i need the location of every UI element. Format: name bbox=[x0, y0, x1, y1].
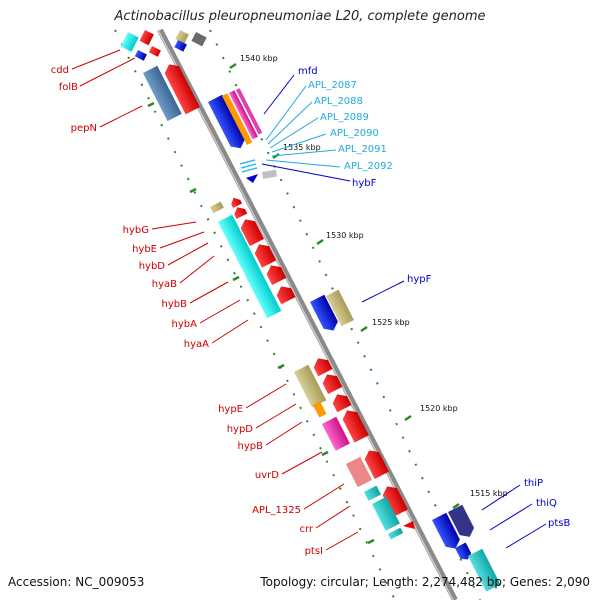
gene-label-cdd: cdd bbox=[51, 65, 69, 76]
gene-label-folB: folB bbox=[59, 82, 78, 93]
gene-block-hybA bbox=[266, 265, 287, 286]
gene-block-top-blue bbox=[174, 40, 187, 52]
gene-block-uvrD-red bbox=[342, 410, 369, 443]
gene-label-APL_2087: APL_2087 bbox=[308, 80, 357, 91]
gene-label-hybF: hybF bbox=[352, 178, 377, 189]
gene-label-hypD: hypD bbox=[227, 424, 254, 435]
gene-label-hybE: hybE bbox=[132, 244, 157, 255]
gene-label-hybD: hybD bbox=[139, 261, 166, 272]
right-leader-lines bbox=[261, 74, 547, 549]
gene-block-cdd-red bbox=[139, 30, 154, 46]
gene-block-thiP bbox=[432, 512, 460, 549]
gene-label-hyaA: hyaA bbox=[184, 339, 209, 350]
gene-block-hybB bbox=[254, 244, 277, 268]
gene-block-folB-red bbox=[148, 46, 161, 57]
tick-labels: 1540 kbp 1535 kbp 1530 kbp 1525 kbp 1520… bbox=[240, 54, 508, 498]
gene-label-hypF: hypF bbox=[407, 274, 432, 285]
gene-label-thiP: thiP bbox=[524, 478, 543, 489]
gene-label-APL_2092: APL_2092 bbox=[344, 161, 393, 172]
gene-block-top-khaki bbox=[175, 29, 189, 44]
gene-block-top-gray bbox=[191, 31, 207, 47]
gene-block-hypE-red bbox=[313, 358, 333, 377]
gene-block-apl2091 bbox=[239, 159, 258, 173]
genome-title: Actinobacillus pleuropneumoniae L20, com… bbox=[114, 9, 486, 24]
gene-label-ptsB: ptsB bbox=[548, 518, 570, 529]
gene-block-cyan-long bbox=[218, 214, 282, 319]
gene-block-hybF bbox=[246, 174, 258, 183]
tick-label-1520: 1520 kbp bbox=[420, 404, 458, 413]
gene-block-hypF-blue bbox=[310, 294, 338, 331]
gene-label-mfd: mfd bbox=[298, 66, 318, 77]
gene-block-pepN-red bbox=[164, 64, 200, 115]
gene-block-apl2087 bbox=[222, 93, 253, 146]
right-gene-labels: mfd APL_2087 APL_2088 APL_2089 APL_2090 … bbox=[261, 66, 570, 549]
gene-block-hypE-khaki bbox=[294, 364, 327, 408]
gene-label-thiQ: thiQ bbox=[536, 498, 557, 509]
gene-block-hybD bbox=[234, 207, 248, 219]
gene-label-APL_2088: APL_2088 bbox=[314, 96, 363, 107]
tick-label-1530: 1530 kbp bbox=[326, 231, 364, 240]
accession-text: Accession: NC_009053 bbox=[8, 575, 145, 589]
gene-label-APL_2090: APL_2090 bbox=[330, 128, 379, 139]
gene-block-pepN-steel bbox=[143, 65, 182, 122]
gene-label-hypE: hypE bbox=[218, 404, 243, 415]
gene-block-folB bbox=[134, 50, 147, 61]
gene-block-ptsB-blue bbox=[455, 542, 472, 560]
gene-label-APL_2091: APL_2091 bbox=[338, 144, 387, 155]
gene-block-ptsB-teal bbox=[468, 548, 501, 592]
gene-block-hybE bbox=[231, 197, 242, 209]
tick-label-1515: 1515 kbp bbox=[470, 489, 508, 498]
left-leader-lines bbox=[71, 49, 359, 551]
gene-block-hypF-khaki bbox=[326, 289, 354, 327]
gene-block-cdd bbox=[120, 32, 139, 52]
genome-backbone bbox=[157, 28, 458, 600]
gene-label-pepN: pepN bbox=[71, 123, 97, 134]
gene-block-hybG bbox=[210, 201, 224, 214]
gene-block-apl1325-red bbox=[364, 450, 389, 479]
gene-block-hyaB bbox=[240, 219, 265, 247]
gene-block-crr-red bbox=[382, 486, 408, 517]
gene-block-ptsI-teal bbox=[388, 527, 404, 540]
gene-label-APL_2089: APL_2089 bbox=[320, 112, 369, 123]
genome-stats-text: Topology: circular; Length: 2,274,482 bp… bbox=[260, 575, 590, 589]
gene-label-hybA: hybA bbox=[172, 319, 198, 330]
gene-block-ptsI-red bbox=[403, 521, 415, 529]
gene-features bbox=[120, 29, 501, 592]
gene-label-hybB: hybB bbox=[162, 299, 188, 310]
tick-label-1535: 1535 kbp bbox=[283, 143, 321, 152]
gene-label-hypB: hypB bbox=[238, 441, 264, 452]
gene-block-mfd bbox=[208, 94, 245, 149]
gene-block-uvrD-salmon bbox=[346, 456, 373, 488]
gene-label-hyaB: hyaB bbox=[152, 279, 177, 290]
tick-label-1540: 1540 kbp bbox=[240, 54, 278, 63]
gene-block-apl2089 bbox=[236, 88, 263, 135]
gene-label-uvrD: uvrD bbox=[255, 470, 279, 481]
gene-label-crr: crr bbox=[299, 524, 313, 535]
left-gene-labels: cdd folB pepN hybG hybE hybD hyaB hybB h… bbox=[51, 49, 359, 557]
gene-label-hybG: hybG bbox=[123, 225, 149, 236]
gene-block-hypB-pink bbox=[322, 416, 350, 451]
tick-label-1525: 1525 kbp bbox=[372, 318, 410, 327]
gene-label-APL_1325: APL_1325 bbox=[252, 505, 301, 516]
gene-block-hypD-red bbox=[322, 374, 343, 395]
gene-block-hypD-orange bbox=[313, 401, 327, 418]
gene-label-ptsI: ptsI bbox=[305, 546, 323, 557]
gene-block-crr-teal bbox=[372, 496, 400, 531]
gene-block-thiQ bbox=[448, 504, 475, 537]
gene-block-hyaA bbox=[276, 286, 296, 305]
gene-block-hypB-red bbox=[332, 394, 352, 413]
gene-block-gray-small bbox=[262, 169, 278, 179]
gene-block-apl2088 bbox=[229, 90, 258, 140]
gene-block-apl1325-teal bbox=[364, 485, 382, 501]
